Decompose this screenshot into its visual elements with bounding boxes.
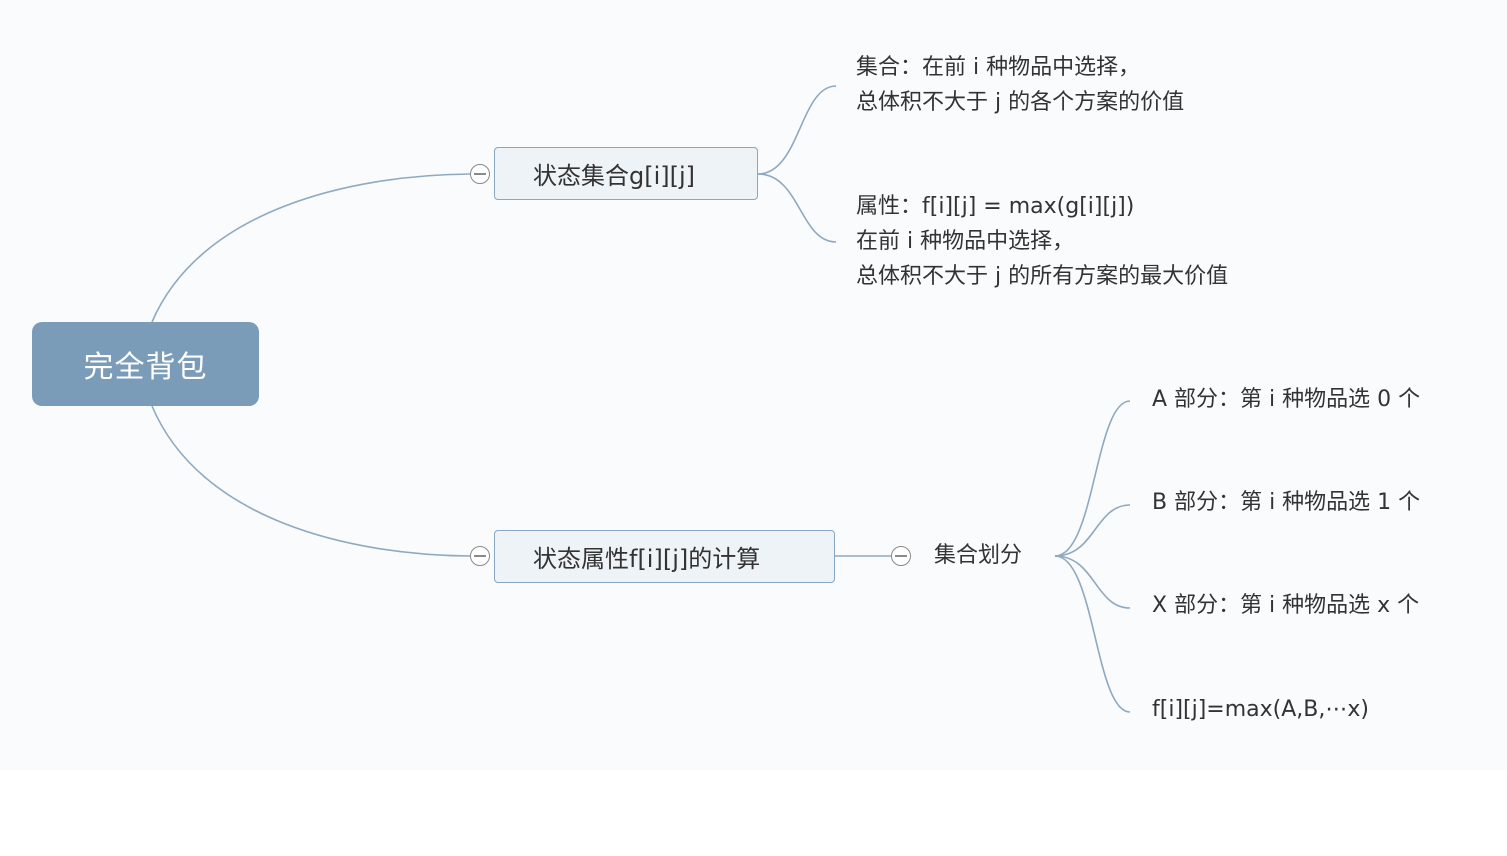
leaf-part-x[interactable]: X 部分：第 i 种物品选 x 个 bbox=[1152, 593, 1420, 618]
set-line-2: 总体积不大于 j 的各个方案的价值 bbox=[856, 90, 1185, 115]
leaf-part-a[interactable]: A 部分：第 i 种物品选 0 个 bbox=[1152, 387, 1421, 412]
node-state-set[interactable]: 状态集合g[i][j] bbox=[494, 147, 758, 200]
link-division-to-leaf-b bbox=[1054, 504, 1131, 557]
node-division[interactable]: 集合划分 bbox=[934, 538, 1022, 573]
node-state-calc[interactable]: 状态属性f[i][j]的计算 bbox=[494, 530, 835, 583]
link-division-to-leaf-a bbox=[1054, 400, 1131, 557]
node-set-description[interactable]: 集合：在前 i 种物品中选择， 总体积不大于 j 的各个方案的价值 bbox=[856, 50, 1184, 120]
link-root-to-state-set bbox=[151, 173, 471, 323]
set-line-1: 集合：在前 i 种物品中选择， bbox=[856, 55, 1141, 80]
collapse-toggle-division[interactable] bbox=[891, 546, 911, 566]
node-attribute-description[interactable]: 属性：f[i][j] = max(g[i][j]) 在前 i 种物品中选择， 总… bbox=[856, 189, 1228, 294]
collapse-toggle-state-set[interactable] bbox=[470, 164, 490, 184]
node-state-calc-label: 状态属性f[i][j]的计算 bbox=[533, 545, 761, 573]
link-state-set-to-attr bbox=[757, 173, 837, 243]
link-division-to-leaf-f bbox=[1054, 555, 1131, 713]
connector-lines bbox=[151, 85, 1131, 713]
node-state-set-label: 状态集合g[i][j] bbox=[533, 162, 696, 190]
root-node[interactable]: 完全背包 bbox=[32, 322, 259, 406]
root-label: 完全背包 bbox=[83, 350, 208, 385]
link-root-to-state-calc bbox=[151, 405, 471, 557]
node-division-label: 集合划分 bbox=[934, 543, 1023, 568]
leaf-formula[interactable]: f[i][j]=max(A,B,⋯x) bbox=[1152, 697, 1369, 722]
attr-line-3: 总体积不大于 j 的所有方案的最大价值 bbox=[856, 264, 1229, 289]
collapse-toggle-state-calc[interactable] bbox=[470, 546, 490, 566]
link-division-to-leaf-x bbox=[1054, 555, 1131, 609]
leaf-part-b[interactable]: B 部分：第 i 种物品选 1 个 bbox=[1152, 490, 1421, 515]
mindmap-canvas: 完全背包 状态集合g[i][j] 集合：在前 i 种物品中选择， 总体积不大于 … bbox=[32, 50, 1421, 722]
link-state-set-to-set bbox=[757, 85, 837, 175]
attr-line-2: 在前 i 种物品中选择， bbox=[856, 229, 1075, 254]
attr-line-1: 属性：f[i][j] = max(g[i][j]) bbox=[856, 194, 1135, 219]
